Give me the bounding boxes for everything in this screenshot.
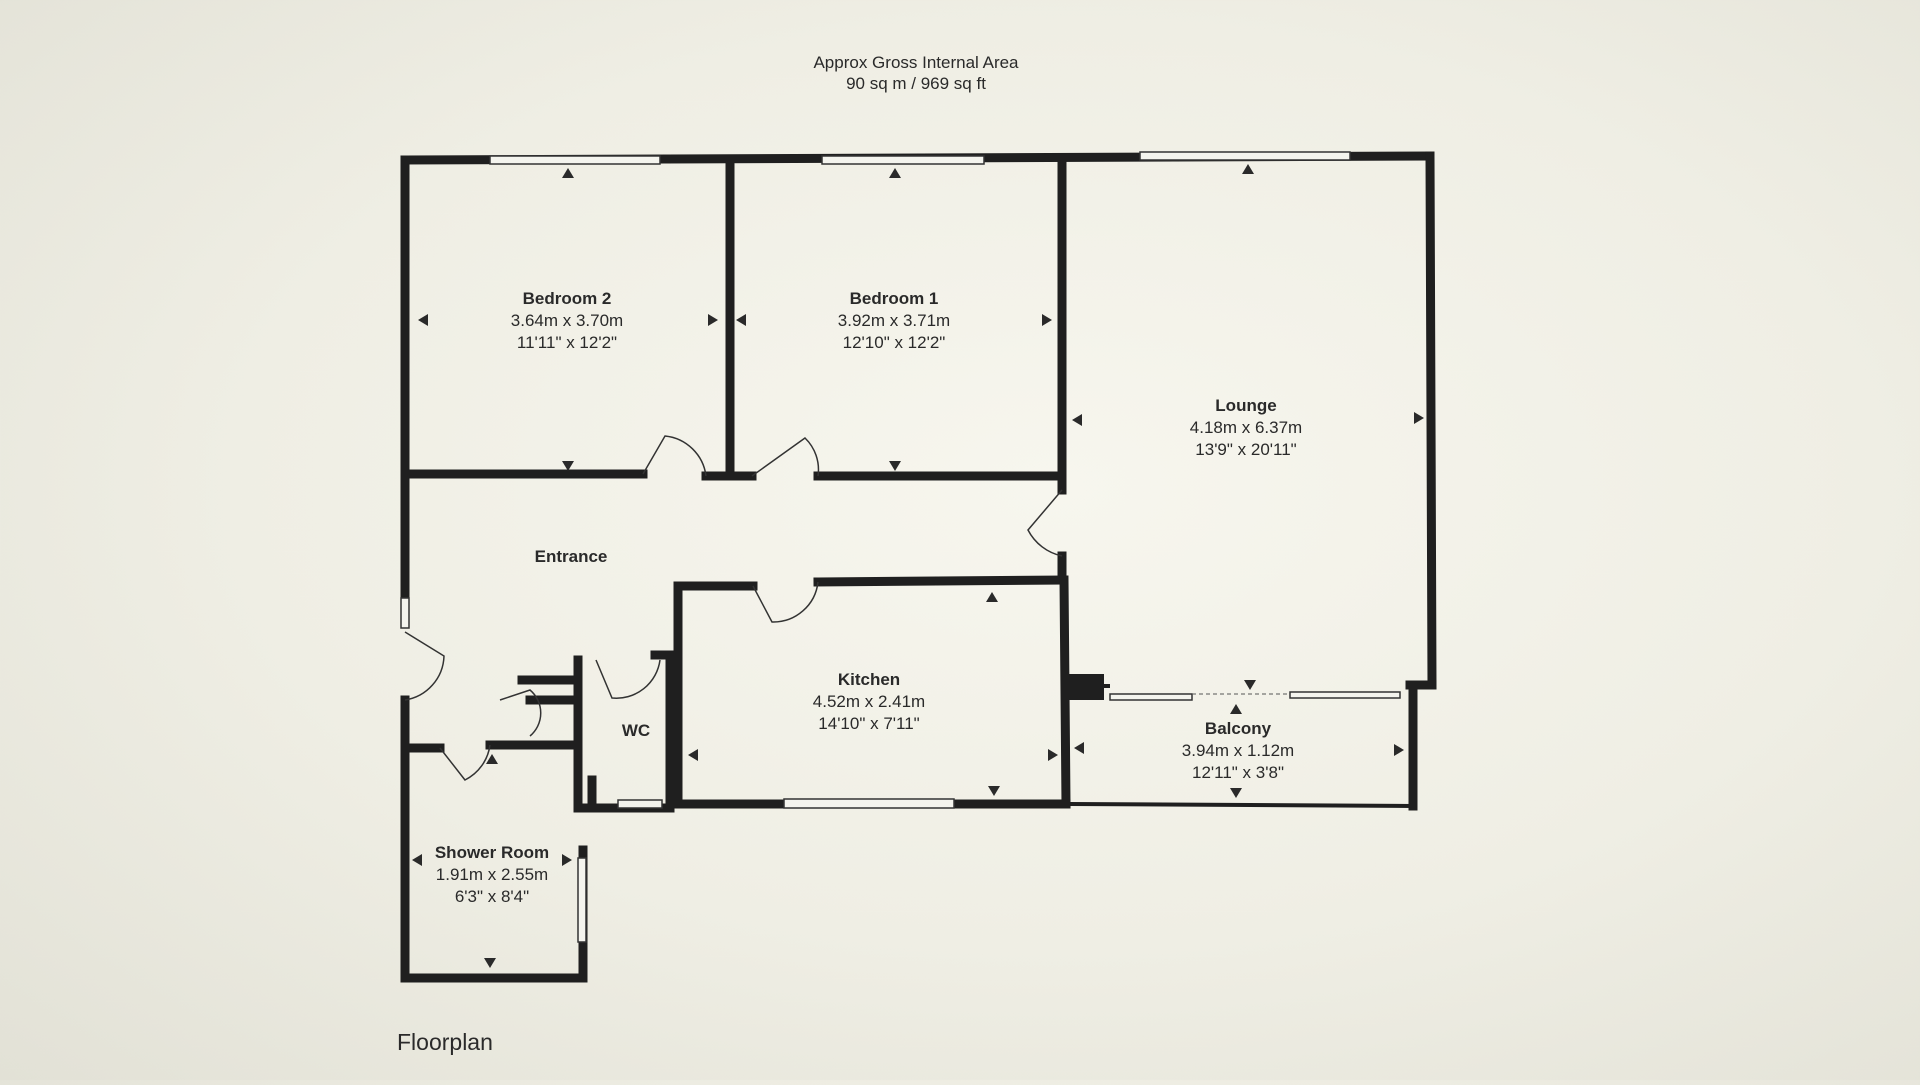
room-metric: 3.64m x 3.70m [511,311,623,330]
room-imperial: 11'11" x 12'2" [517,333,617,352]
dimension-arrows [412,164,1424,968]
windows [400,151,1401,943]
room-balcony: Balcony 3.94m x 1.12m 12'11" x 3'8" [1182,719,1294,782]
room-name: Bedroom 2 [523,289,612,308]
room-kitchen: Kitchen 4.52m x 2.41m 14'10" x 7'11" [813,670,925,733]
room-name: Balcony [1205,719,1272,738]
room-name: WC [622,721,650,740]
room-metric: 1.91m x 2.55m [436,865,548,884]
room-imperial: 12'11" x 3'8" [1192,763,1284,782]
area-title: Approx Gross Internal Area [813,53,1019,72]
room-metric: 3.92m x 3.71m [838,311,950,330]
doors [404,435,1063,781]
room-wc: WC [622,721,650,740]
room-name: Bedroom 1 [850,289,939,308]
room-lounge: Lounge 4.18m x 6.37m 13'9" x 20'11" [1190,396,1302,459]
room-metric: 4.52m x 2.41m [813,692,925,711]
room-imperial: 6'3" x 8'4" [455,887,529,906]
room-metric: 3.94m x 1.12m [1182,741,1294,760]
room-name: Entrance [535,547,608,566]
room-bedroom-1: Bedroom 1 3.92m x 3.71m 12'10" x 12'2" [838,289,950,352]
walls [400,151,1437,983]
room-shower-room: Shower Room 1.91m x 2.55m 6'3" x 8'4" [435,843,549,906]
floorplan-label: Floorplan [397,1029,493,1055]
room-name: Kitchen [838,670,900,689]
area-value: 90 sq m / 969 sq ft [846,74,986,93]
room-imperial: 12'10" x 12'2" [843,333,946,352]
room-imperial: 13'9" x 20'11" [1195,440,1296,459]
room-entrance: Entrance [535,547,608,566]
room-name: Lounge [1215,396,1276,415]
room-imperial: 14'10" x 7'11" [818,714,919,733]
room-name: Shower Room [435,843,549,862]
room-bedroom-2: Bedroom 2 3.64m x 3.70m 11'11" x 12'2" [511,289,623,352]
room-metric: 4.18m x 6.37m [1190,418,1302,437]
